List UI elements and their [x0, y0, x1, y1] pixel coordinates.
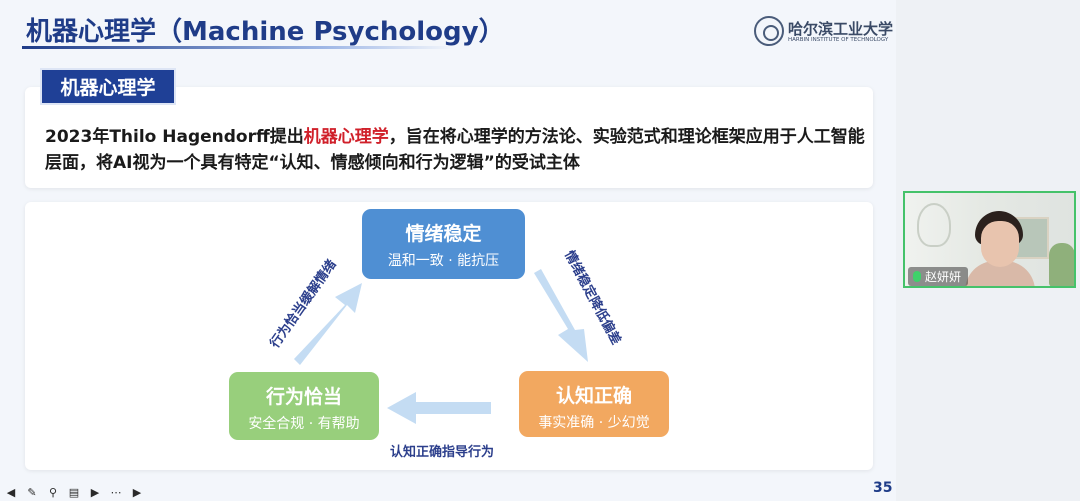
- participant-video-tile[interactable]: 赵妍妍: [903, 191, 1076, 288]
- node-left-title: 行为恰当: [265, 386, 342, 408]
- node-cognitive-correctness: 认知正确 事实准确 · 少幻觉: [519, 371, 669, 437]
- zoom-icon[interactable]: ⚲: [48, 486, 58, 499]
- node-appropriate-behavior: 行为恰当 安全合规 · 有帮助: [229, 372, 379, 440]
- intro-before: 2023年Thilo Hagendorff提出: [45, 127, 304, 147]
- intro-highlight: 机器心理学: [303, 127, 389, 147]
- participant-person: [965, 211, 1035, 286]
- node-top-subtitle: 温和一致 · 能抗压: [387, 253, 500, 269]
- cycle-arrows: [294, 269, 588, 424]
- cc-icon[interactable]: ▤: [68, 486, 80, 499]
- participant-name: 赵妍妍: [925, 270, 962, 284]
- section-tag: 机器心理学: [40, 68, 176, 105]
- person-face: [981, 221, 1019, 267]
- more-icon[interactable]: ⋯: [110, 486, 122, 499]
- arrow-label-bottom: 认知正确指导行为: [390, 445, 495, 460]
- pen-icon[interactable]: ✎: [27, 486, 37, 499]
- node-right-subtitle: 事实准确 · 少幻觉: [538, 415, 650, 431]
- node-top-title: 情绪稳定: [405, 223, 482, 245]
- intro-after: ，旨在将心理学的方法论、实验范式和理论框架应用于人工智能层面，将AI视为一个具有…: [45, 127, 865, 173]
- arrow-right-to-left: [387, 392, 491, 424]
- presentation-toolbar: ◀ ✎ ⚲ ▤ ▶ ⋯ ▶: [3, 485, 145, 501]
- arrow-left-to-top: [294, 283, 362, 365]
- next-icon[interactable]: ▶: [132, 486, 142, 499]
- plant-shape: [1049, 243, 1074, 286]
- lamp-shape: [917, 203, 951, 247]
- intro-text: 2023年Thilo Hagendorff提出机器心理学，旨在将心理学的方法论、…: [45, 124, 867, 176]
- camera-icon[interactable]: ▶: [90, 486, 100, 499]
- node-right-title: 认知正确: [555, 385, 632, 407]
- prev-icon[interactable]: ◀: [6, 486, 16, 499]
- seal-icon: [754, 16, 784, 46]
- participant-namebar: 赵妍妍: [908, 267, 969, 286]
- title-underline: [22, 46, 454, 49]
- node-emotional-stability: 情绪稳定 温和一致 · 能抗压: [362, 209, 525, 279]
- logo-en-text: HARBIN INSTITUTE OF TECHNOLOGY: [788, 37, 889, 43]
- page-number: 35: [873, 480, 893, 496]
- node-left-subtitle: 安全合规 · 有帮助: [248, 416, 360, 432]
- slide-title: 机器心理学（Machine Psychology）: [26, 17, 505, 47]
- logo-cn-text: 哈尔滨工业大学: [788, 20, 894, 38]
- presentation-slide: 机器心理学（Machine Psychology） 哈尔滨工业大学 HARBIN…: [3, 16, 894, 501]
- mic-icon: [913, 271, 921, 282]
- arrow-top-to-right: [534, 269, 588, 362]
- university-logo: 哈尔滨工业大学 HARBIN INSTITUTE OF TECHNOLOGY: [754, 16, 893, 48]
